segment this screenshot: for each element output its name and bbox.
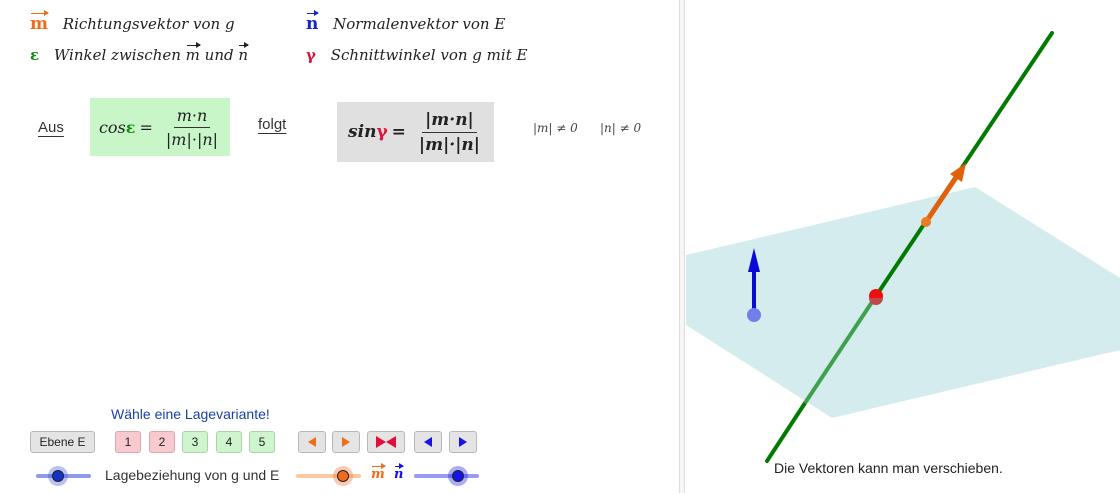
slider-label: Lagebeziehung von g und E <box>105 467 280 483</box>
variant-button-1[interactable]: 1 <box>115 431 141 453</box>
gamma-symbol: γ <box>306 46 316 64</box>
fraction: m·n |m|·|n| <box>163 106 221 149</box>
m-left-button[interactable] <box>298 431 326 453</box>
condition-n: |n| ≠ 0 <box>600 121 642 135</box>
legend-text: Richtungsvektor von g <box>62 15 235 33</box>
variant-button-3[interactable]: 3 <box>182 431 208 453</box>
line-g-lower[interactable] <box>765 401 807 463</box>
view-caption: Die Vektoren kann man verschieben. <box>774 460 1003 476</box>
n-vector-origin-point[interactable] <box>747 308 761 322</box>
n-vector-arrowhead <box>748 248 760 272</box>
legend-item-epsilon: ε Winkel zwischen m und n <box>30 42 249 64</box>
m-vector-shaft[interactable] <box>923 174 960 224</box>
bowtie-icon <box>376 436 396 448</box>
slider-knob[interactable] <box>337 470 349 482</box>
legend-item-n: n Normalenvektor von E <box>306 10 506 34</box>
variant-prompt: Wähle eine Lagevariante! <box>111 406 270 422</box>
slider-track[interactable] <box>296 474 361 478</box>
m-vector-label: m <box>371 463 386 482</box>
line-g-under-plane[interactable] <box>803 294 878 405</box>
legend-item-gamma: γ Schnittwinkel von g mit E <box>306 46 527 64</box>
condition-m: |m| ≠ 0 <box>533 121 578 135</box>
equals-sign: = <box>139 117 153 137</box>
sin-func: sin <box>348 122 377 142</box>
denominator: |m|·|n| <box>418 134 480 155</box>
numerator: m·n <box>173 106 211 128</box>
n-vector-label: n <box>394 463 405 482</box>
m-vector-symbol: m <box>30 10 49 34</box>
n-right-button[interactable] <box>449 431 477 453</box>
algebra-panel: m Richtungsvektor von g n Normalenvektor… <box>30 10 642 486</box>
m-vector-origin-point[interactable] <box>921 217 931 227</box>
m-right-button[interactable] <box>332 431 360 453</box>
cos-func: cos <box>98 117 126 137</box>
fraction: |m·n| |m|·|n| <box>416 110 483 155</box>
legend-text: Normalenvektor von E <box>333 15 506 33</box>
slider-knob[interactable] <box>452 470 464 482</box>
arrow-right-icon <box>459 437 467 447</box>
reset-button[interactable] <box>367 431 405 453</box>
arrow-left-icon <box>308 437 316 447</box>
legend-item-m: m Richtungsvektor von g <box>30 10 235 34</box>
epsilon-symbol: ε <box>30 46 40 64</box>
intersection-shade <box>869 298 883 305</box>
equals-sign: = <box>391 122 406 142</box>
aus-link[interactable]: Aus <box>38 119 64 136</box>
legend-text: Schnittwinkel von g mit E <box>330 46 528 64</box>
numerator: |m·n| <box>422 110 477 133</box>
legend-text: und <box>199 46 239 64</box>
slider-knob[interactable] <box>52 470 64 482</box>
gamma-symbol: γ <box>376 122 388 142</box>
slider-track[interactable] <box>414 474 479 478</box>
denominator: |m|·|n| <box>165 129 219 149</box>
variant-button-4[interactable]: 4 <box>216 431 242 453</box>
plane-button[interactable]: Ebene E <box>30 431 95 453</box>
n-vector-inline: n <box>238 42 249 64</box>
arrow-left-icon <box>424 437 432 447</box>
arrow-right-icon <box>342 437 350 447</box>
epsilon-symbol: ε <box>125 117 136 137</box>
variant-button-5[interactable]: 5 <box>249 431 275 453</box>
n-vector-symbol: n <box>306 10 320 34</box>
folgt-link[interactable]: folgt <box>258 116 287 133</box>
m-vector-arrowhead <box>950 163 966 182</box>
legend-text: Winkel zwischen <box>53 46 186 64</box>
variant-button-2[interactable]: 2 <box>149 431 175 453</box>
m-vector-inline: m <box>185 42 202 64</box>
panel-divider[interactable] <box>679 0 685 493</box>
n-left-button[interactable] <box>414 431 442 453</box>
plane-e[interactable] <box>686 187 1120 418</box>
